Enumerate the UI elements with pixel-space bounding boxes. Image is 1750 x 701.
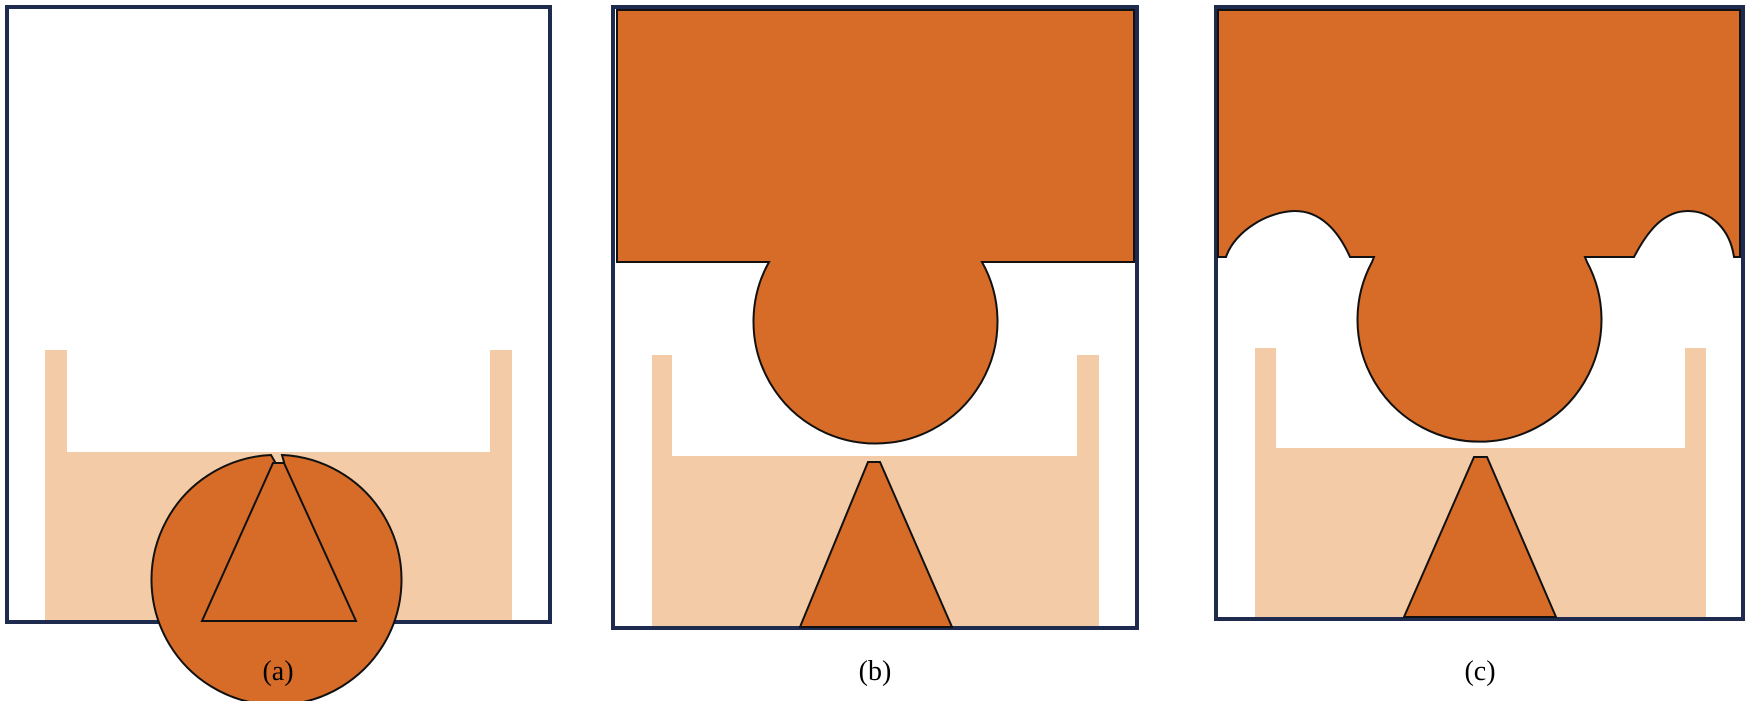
panel-label-c: (c) [1464, 656, 1496, 687]
panel-b-top-block-with-patch [616, 9, 1135, 445]
panel-c [1214, 5, 1745, 621]
panel-b-triangle-feed [798, 461, 954, 628]
panel-a-triangle-feed [200, 462, 358, 622]
panel-label-b: (b) [858, 656, 892, 687]
panel-a [5, 5, 552, 701]
panel-b [611, 5, 1139, 630]
panel-c-notched-top-block-with-patch [1217, 9, 1741, 443]
panel-label-a: (a) [262, 656, 294, 687]
panel-c-triangle-feed [1402, 456, 1558, 618]
